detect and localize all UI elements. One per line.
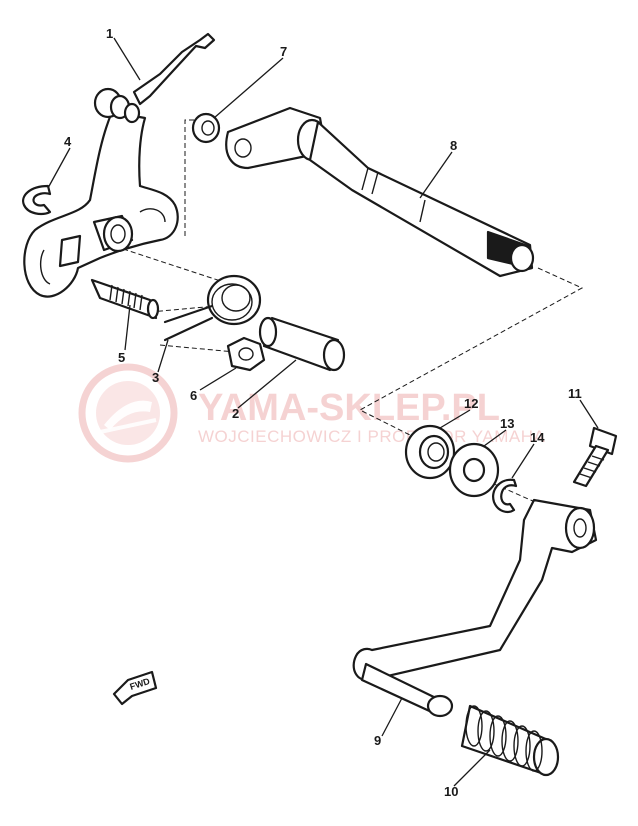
forward-direction-marker: FWD bbox=[112, 670, 158, 706]
oil-seal bbox=[404, 424, 456, 480]
callout-numbers: 1 2 3 4 5 6 7 8 9 10 11 12 13 14 bbox=[64, 26, 582, 799]
callout-7: 7 bbox=[280, 44, 287, 59]
callout-3: 3 bbox=[152, 370, 159, 385]
watermark: YAMA-SKLEP.PL WOJCIECHOWICZ I PROFESOR Y… bbox=[78, 363, 545, 463]
collar-pin bbox=[258, 316, 346, 372]
callout-4: 4 bbox=[64, 134, 72, 149]
torsion-spring bbox=[163, 274, 262, 342]
callout-14: 14 bbox=[530, 430, 545, 445]
watermark-tagline: WOJCIECHOWICZ I PROFESOR YAMAHA bbox=[198, 427, 545, 446]
shaft-collar bbox=[191, 112, 221, 144]
callout-5: 5 bbox=[118, 350, 125, 365]
callout-12: 12 bbox=[464, 396, 478, 411]
shift-arm bbox=[23, 32, 216, 298]
callout-1: 1 bbox=[106, 26, 113, 41]
leader-lines bbox=[47, 37, 599, 787]
callout-9: 9 bbox=[374, 733, 381, 748]
watermark-logo-icon bbox=[78, 363, 178, 463]
fwd-arrow-icon bbox=[112, 670, 158, 706]
watermark-brand: YAMA-SKLEP.PL bbox=[198, 387, 500, 429]
hex-nut bbox=[226, 336, 266, 372]
circlip bbox=[22, 184, 52, 216]
callout-8: 8 bbox=[450, 138, 457, 153]
pedal-rubber bbox=[460, 704, 560, 777]
callout-11: 11 bbox=[568, 386, 582, 401]
shift-pedal bbox=[352, 498, 598, 718]
callout-10: 10 bbox=[444, 784, 458, 799]
circlip-small bbox=[492, 478, 518, 513]
callout-13: 13 bbox=[500, 416, 514, 431]
arm-collar bbox=[92, 214, 134, 253]
callout-6: 6 bbox=[190, 388, 197, 403]
pinch-bolt bbox=[572, 426, 618, 488]
shift-shaft bbox=[225, 106, 535, 278]
callout-2: 2 bbox=[232, 406, 239, 421]
washer bbox=[448, 442, 500, 498]
threaded-pin bbox=[90, 278, 160, 320]
